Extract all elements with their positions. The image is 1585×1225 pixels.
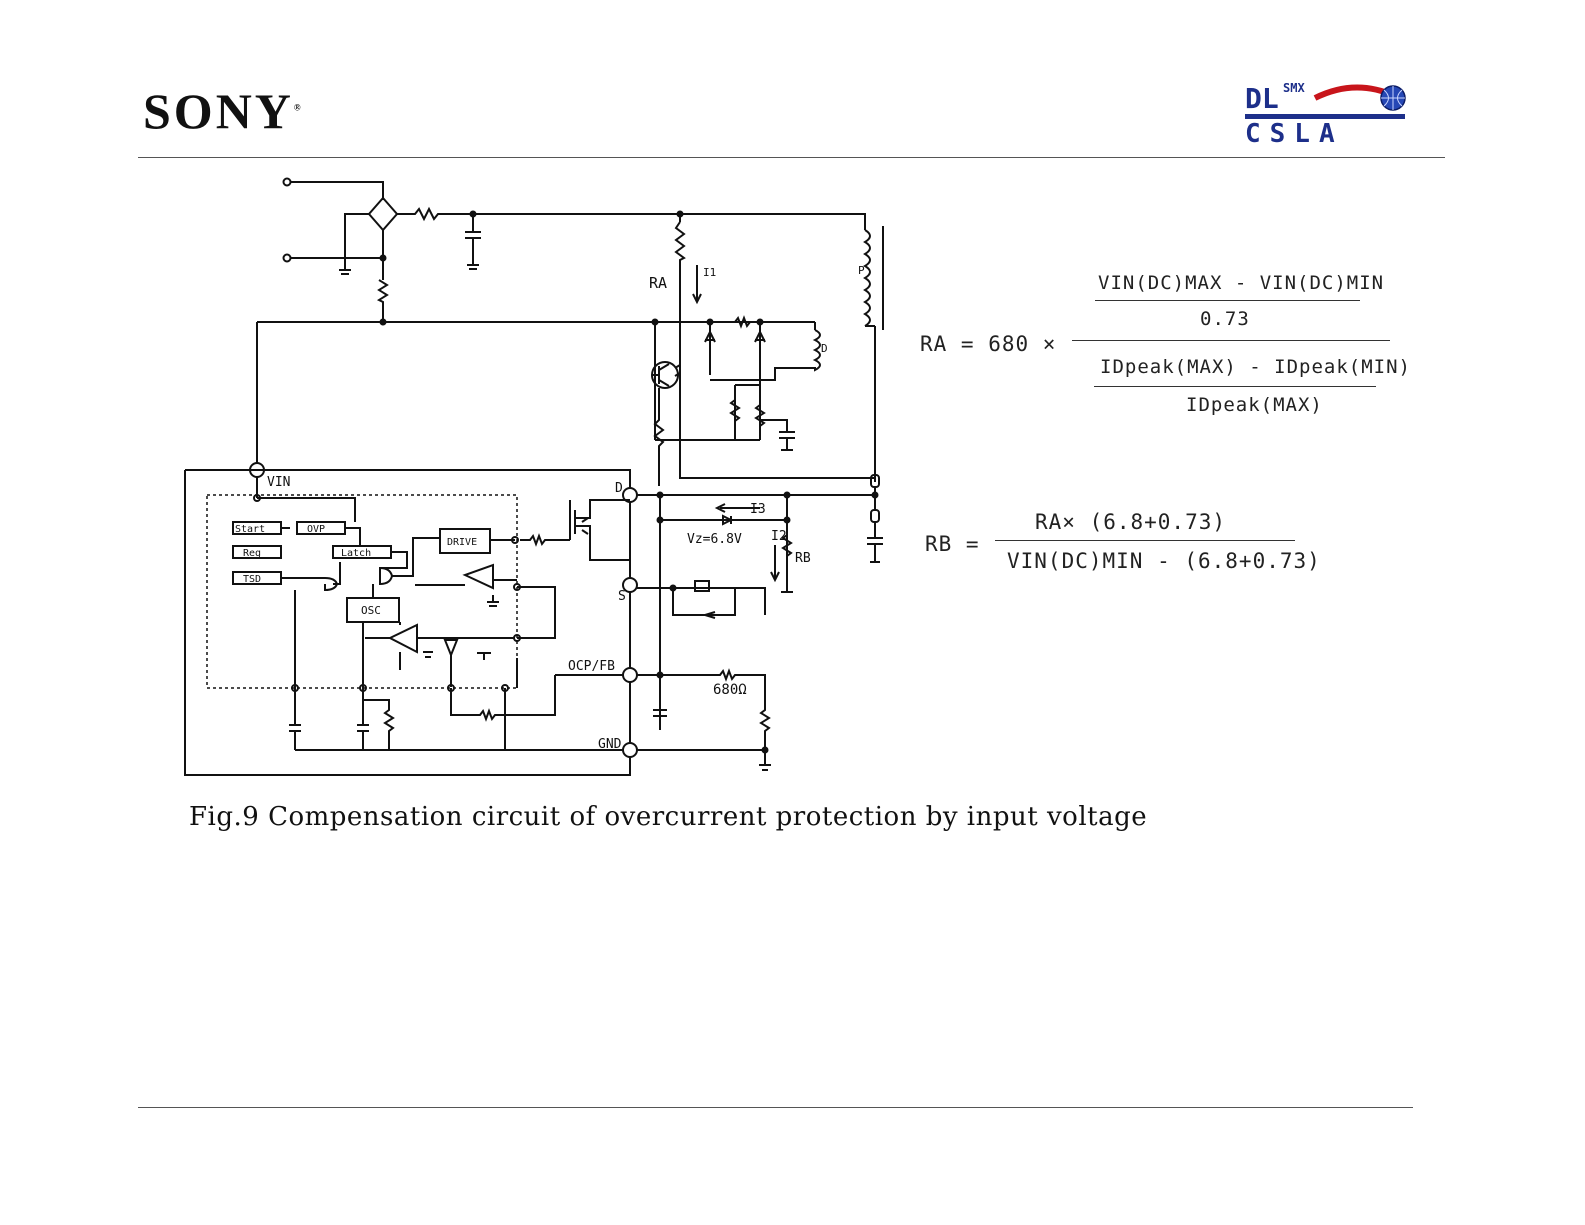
header-divider bbox=[138, 157, 1445, 158]
label-reg: Reg bbox=[243, 548, 261, 559]
svg-text:CSLA: CSLA bbox=[1245, 119, 1344, 146]
label-ocp-fb: OCP/FB bbox=[568, 659, 615, 674]
label-rb: RB bbox=[795, 551, 811, 566]
resistor-ra bbox=[676, 222, 684, 322]
label-drive: DRIVE bbox=[447, 537, 477, 548]
label-osc: OSC bbox=[361, 604, 381, 617]
circuit-schematic: VIN D S OCP/FB GND RA RB I1 I2 I3 Vz=6.8… bbox=[175, 170, 915, 795]
label-gnd: GND bbox=[598, 737, 622, 752]
rb-fraction-line bbox=[995, 540, 1295, 541]
label-start: Start bbox=[235, 524, 265, 535]
ra-main-fraction-line bbox=[1072, 340, 1390, 341]
label-ra: RA bbox=[649, 274, 667, 292]
label-i2: I2 bbox=[771, 529, 787, 544]
label-p-winding: P bbox=[858, 264, 865, 277]
label-vz: Vz=6.8V bbox=[687, 532, 742, 547]
transformer-primary bbox=[865, 230, 870, 326]
label-latch: Latch bbox=[341, 548, 371, 559]
rb-equation-lhs: RB = bbox=[925, 532, 980, 556]
ra-numerator-top: VIN(DC)MAX - VIN(DC)MIN bbox=[1098, 272, 1384, 294]
sony-logo: SONY® bbox=[143, 82, 301, 140]
rb-numerator: RA× (6.8+0.73) bbox=[1035, 510, 1226, 534]
svg-text:SMX: SMX bbox=[1283, 81, 1305, 95]
ra-denominator-bottom: IDpeak(MAX) bbox=[1186, 394, 1323, 416]
label-680-ohm: 680Ω bbox=[713, 682, 747, 698]
figure-caption: Fig.9 Compensation circuit of overcurren… bbox=[189, 802, 1147, 832]
csla-logo: DL SMX CSLA bbox=[1245, 78, 1415, 146]
label-tsd: TSD bbox=[243, 574, 261, 585]
ra-equation-lhs: RA = 680 × bbox=[920, 332, 1056, 356]
bridge-rectifier bbox=[369, 198, 397, 230]
ra-inner-fraction-line-bottom bbox=[1094, 386, 1376, 387]
rb-denominator: VIN(DC)MIN - (6.8+0.73) bbox=[1007, 549, 1321, 573]
label-d-winding: D bbox=[821, 342, 828, 355]
label-d-pin: D bbox=[615, 481, 623, 496]
label-s-pin: S bbox=[618, 589, 626, 604]
label-vin: VIN bbox=[267, 475, 290, 490]
footer-divider bbox=[138, 1107, 1413, 1108]
ra-denominator-top: IDpeak(MAX) - IDpeak(MIN) bbox=[1100, 356, 1411, 378]
svg-text:DL: DL bbox=[1245, 82, 1279, 115]
label-ovp: OVP bbox=[307, 524, 325, 535]
label-i3: I3 bbox=[750, 502, 766, 517]
label-i1: I1 bbox=[703, 266, 716, 279]
ra-numerator-bottom: 0.73 bbox=[1200, 308, 1250, 330]
ra-inner-fraction-line-top bbox=[1095, 300, 1360, 301]
